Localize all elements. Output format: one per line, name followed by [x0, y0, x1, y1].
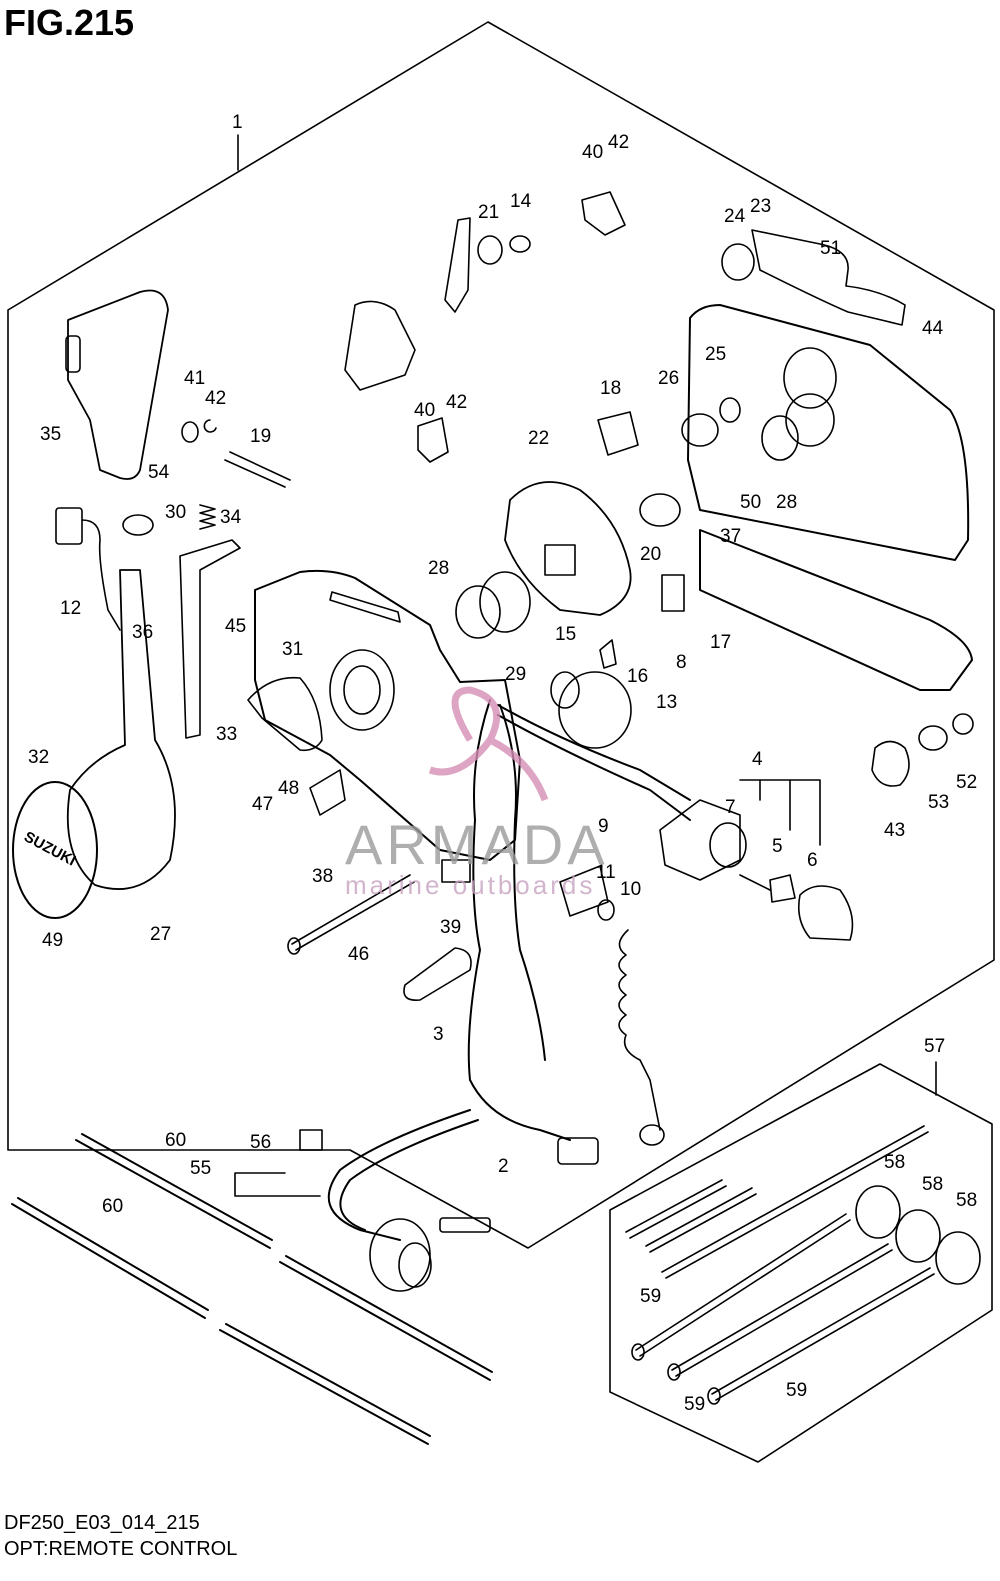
- arm-cover: [12, 781, 98, 919]
- callout-c37: 37: [720, 526, 741, 547]
- callout-c59b: 59: [684, 1394, 705, 1415]
- callout-c10: 10: [620, 879, 641, 900]
- callout-c28b: 28: [776, 492, 797, 513]
- callout-c16: 16: [627, 666, 648, 687]
- callout-c53: 53: [928, 792, 949, 813]
- callout-c35: 35: [40, 424, 61, 445]
- callout-c31: 31: [282, 639, 303, 660]
- callout-c1: 1: [232, 112, 243, 133]
- cam-plate: [504, 481, 632, 616]
- cover-decal-text: SUZUKI: [21, 828, 78, 869]
- callout-c29: 29: [505, 664, 526, 685]
- callout-c24: 24: [724, 206, 746, 227]
- callout-c8: 8: [676, 652, 687, 673]
- callout-c20: 20: [640, 544, 661, 565]
- callout-c55: 55: [190, 1158, 211, 1179]
- callout-c57: 57: [924, 1036, 945, 1057]
- watermark-logo: [428, 686, 549, 802]
- callout-c36: 36: [132, 622, 153, 643]
- callout-c59c: 59: [786, 1380, 807, 1401]
- control-arm: [66, 569, 176, 890]
- callout-c32: 32: [28, 747, 49, 768]
- callout-c54: 54: [148, 462, 170, 483]
- callout-c34: 34: [220, 507, 242, 528]
- callout-c12: 12: [60, 598, 81, 619]
- callout-c21: 21: [478, 202, 499, 223]
- callout-c48: 48: [278, 778, 299, 799]
- callout-c56: 56: [250, 1132, 271, 1153]
- callout-c25: 25: [705, 344, 726, 365]
- callout-c41: 41: [184, 368, 205, 389]
- callout-c4: 4: [752, 749, 763, 770]
- callout-c27: 27: [150, 924, 171, 945]
- callout-c47: 47: [252, 794, 273, 815]
- callout-c13: 13: [656, 692, 677, 713]
- callout-c11: 11: [596, 862, 616, 883]
- watermark-brand: ARMADA: [345, 813, 609, 876]
- callout-c5: 5: [772, 836, 783, 857]
- watermark-tagline: marine outboards: [345, 870, 596, 900]
- callout-c2: 2: [498, 1156, 509, 1177]
- callout-c45: 45: [225, 616, 246, 637]
- callout-c40b: 40: [414, 400, 435, 421]
- callout-c18: 18: [600, 378, 621, 399]
- callout-c44: 44: [922, 318, 944, 339]
- callout-c39: 39: [440, 917, 461, 938]
- callout-c19: 19: [250, 426, 271, 447]
- callout-c40a: 40: [582, 142, 603, 163]
- callout-c52: 52: [956, 772, 977, 793]
- callout-c28a: 28: [428, 558, 449, 579]
- callout-c51: 51: [820, 238, 841, 259]
- callout-c7: 7: [725, 797, 736, 818]
- callout-c60a: 60: [165, 1130, 186, 1151]
- side-cover: [687, 304, 970, 561]
- callout-c58c: 58: [956, 1190, 977, 1211]
- callout-c26: 26: [658, 368, 679, 389]
- callout-c59a: 59: [640, 1286, 661, 1307]
- handle-grip: [67, 289, 169, 480]
- callout-c23: 23: [750, 196, 771, 217]
- callout-c15: 15: [555, 624, 576, 645]
- callout-c50: 50: [740, 492, 761, 513]
- callout-c22: 22: [528, 428, 549, 449]
- fig-title: FIG.215: [4, 2, 135, 43]
- callout-c49: 49: [42, 930, 63, 951]
- callout-c33: 33: [216, 724, 237, 745]
- callout-c42a: 42: [608, 132, 629, 153]
- callout-c60b: 60: [102, 1196, 123, 1217]
- callout-c58b: 58: [922, 1174, 943, 1195]
- callout-c42c: 42: [446, 392, 467, 413]
- buzzer: [558, 671, 632, 749]
- assembly-boundary: [7, 21, 995, 1249]
- callout-c43: 43: [884, 820, 905, 841]
- callout-c14: 14: [510, 191, 532, 212]
- callout-c38: 38: [312, 866, 333, 887]
- callout-c6: 6: [807, 850, 818, 871]
- callout-c9: 9: [598, 816, 609, 837]
- callout-c42b: 42: [205, 388, 226, 409]
- callout-c58a: 58: [884, 1152, 905, 1173]
- diagram-subtitle: OPT:REMOTE CONTROL: [4, 1538, 238, 1560]
- callout-c17: 17: [710, 632, 731, 653]
- main-housing: [254, 569, 521, 861]
- model-code: DF250_E03_014_215: [4, 1512, 200, 1534]
- callout-c30: 30: [165, 502, 186, 523]
- callout-c3: 3: [433, 1024, 444, 1045]
- kit-boundary: [609, 1063, 993, 1463]
- callout-c46: 46: [348, 944, 369, 965]
